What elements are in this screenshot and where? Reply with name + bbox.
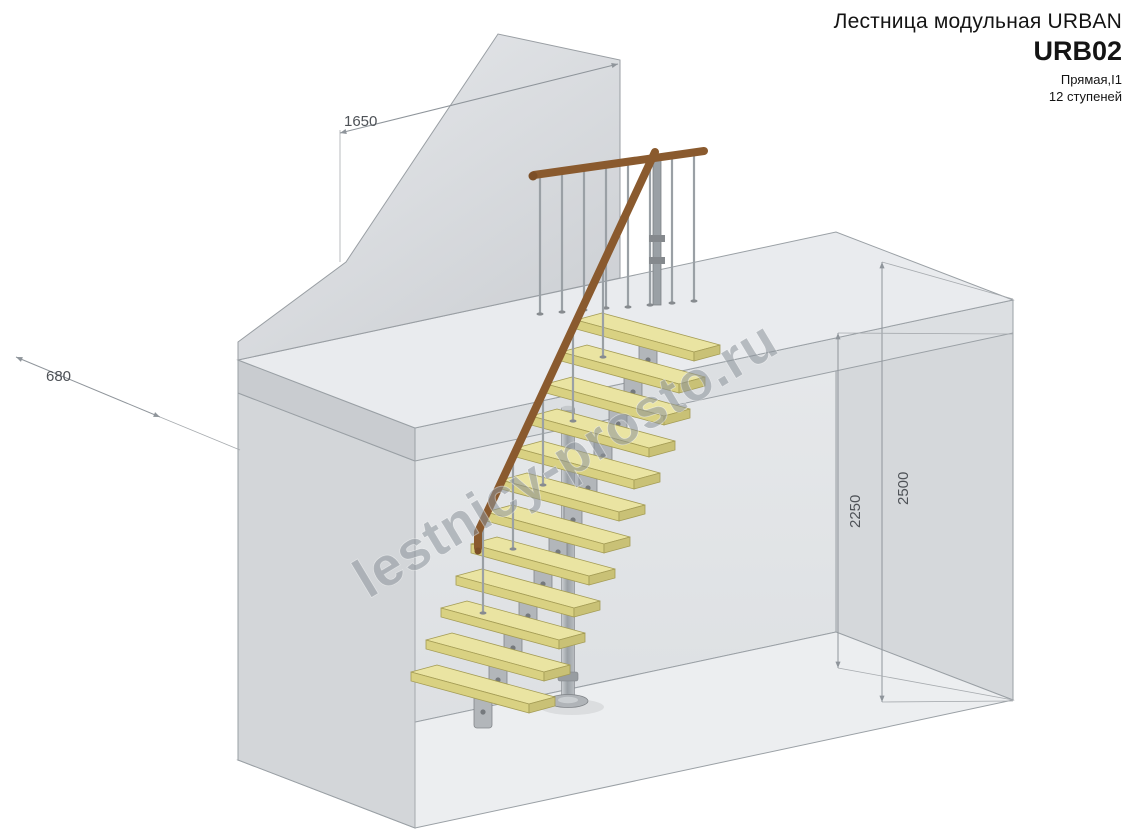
newel-bracket [649, 257, 665, 264]
baluster-flange [646, 303, 654, 307]
baluster-flange [558, 310, 566, 314]
baluster-flange [509, 547, 517, 551]
model-code: URB02 [1033, 36, 1122, 66]
dimensions: 1650 680 2500 2250 [15, 63, 1014, 703]
baluster-flange [690, 299, 698, 303]
dimension-2500: 2500 [879, 261, 1014, 703]
baluster-flange [599, 355, 607, 359]
pole-base-inner [558, 696, 578, 704]
baluster-flange [479, 611, 487, 615]
landing-railing [536, 150, 698, 316]
dimension-label-680: 680 [46, 368, 71, 385]
extension-line [837, 332, 1014, 335]
baluster-flange [668, 301, 676, 305]
extension-line [159, 416, 241, 451]
pole-cap [561, 405, 575, 411]
baluster-flange [539, 483, 547, 487]
landing-handrail [530, 147, 708, 179]
product-title: Лестница модульная URBAN [833, 10, 1122, 33]
staircase [410, 147, 721, 729]
dimension-line [339, 63, 619, 134]
dimension-680: 680 [15, 356, 241, 451]
stair-balusters [479, 261, 607, 615]
support-pole [540, 405, 604, 715]
dimension-label-1650: 1650 [344, 113, 377, 130]
baluster-flange [602, 306, 610, 310]
title-block: Лестница модульная URBAN URB02 Прямая,I1… [834, 10, 1122, 106]
stair-type-label: Прямая,I1 [1060, 72, 1122, 87]
baluster-flange [569, 419, 577, 423]
stair-handrail [474, 148, 659, 552]
dimension-label-2500: 2500 [895, 472, 912, 505]
front-left-wall [237, 392, 416, 829]
dimension-line [15, 356, 161, 418]
dimension-1650: 1650 [339, 63, 619, 262]
newel-post [652, 154, 662, 306]
steps-count-label: 12 ступеней [1048, 88, 1122, 104]
extension-line [881, 261, 1014, 300]
newel-bracket [649, 235, 665, 242]
extension-line [881, 700, 1014, 703]
dimension-2250: 2250 [835, 332, 1014, 701]
handrail-end-cap [474, 547, 482, 555]
baluster-flange [536, 312, 544, 316]
baluster-flange [624, 305, 632, 309]
handrail-end-cap [528, 171, 538, 181]
dimension-label-2250: 2250 [847, 495, 864, 528]
extension-line [837, 667, 1014, 701]
